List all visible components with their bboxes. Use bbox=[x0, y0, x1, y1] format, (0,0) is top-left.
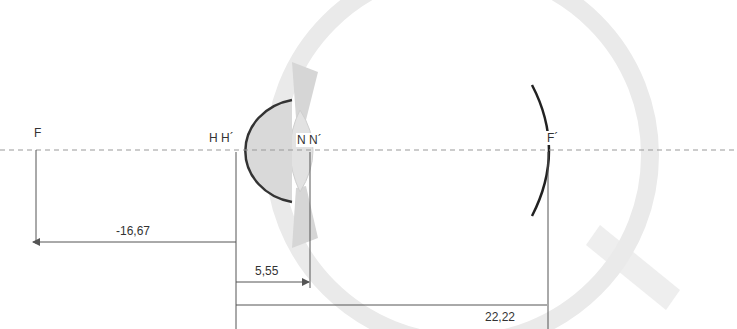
eyeball bbox=[274, 0, 650, 329]
dimension-line bbox=[310, 152, 311, 288]
nodal-point-label: N N´ bbox=[296, 133, 323, 147]
dimension-value: 5,55 bbox=[254, 264, 279, 278]
principal-point-label: H H´ bbox=[208, 131, 235, 145]
dimension-arrow bbox=[236, 282, 309, 283]
focal-point-label: F bbox=[33, 126, 42, 140]
cornea bbox=[245, 100, 292, 202]
dimension-line bbox=[236, 152, 237, 329]
dimension-value: 22,22 bbox=[484, 310, 516, 324]
iris bbox=[292, 186, 318, 248]
optical-axis bbox=[0, 150, 737, 151]
cornea-fill bbox=[245, 100, 292, 202]
dimension-line bbox=[36, 150, 37, 244]
focal-point-label: F´ bbox=[546, 131, 559, 145]
dimension-value: -16,67 bbox=[115, 224, 151, 238]
dimension-line bbox=[548, 152, 549, 329]
iris bbox=[292, 62, 318, 120]
dimension-arrow bbox=[33, 242, 236, 243]
dimension-line bbox=[236, 305, 547, 306]
